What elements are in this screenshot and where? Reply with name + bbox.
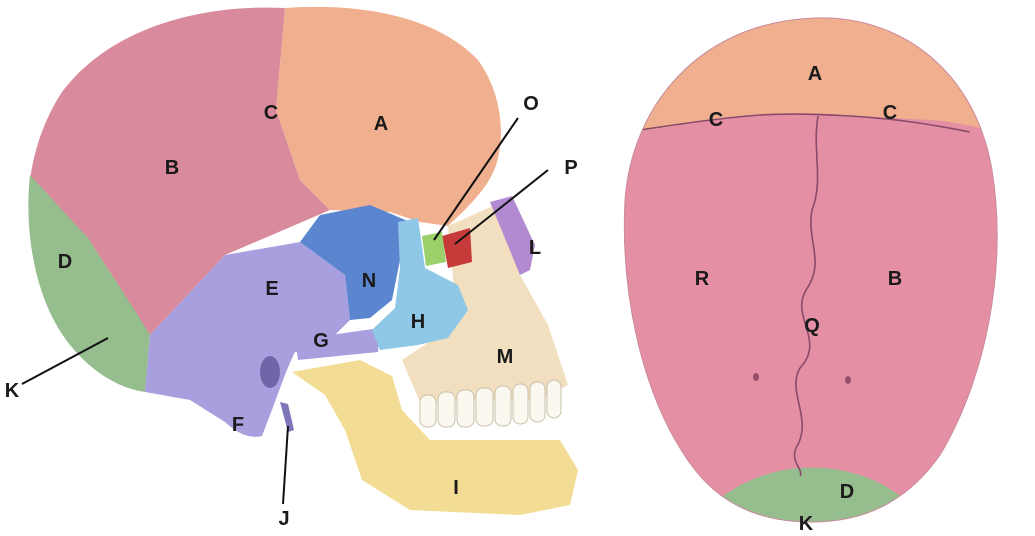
leader-line-J bbox=[282, 425, 289, 505]
lateral-label-J: J bbox=[278, 508, 289, 530]
ear-canal-opening bbox=[260, 356, 280, 388]
tooth bbox=[419, 394, 437, 428]
lateral-zygomatic-arch bbox=[295, 328, 380, 360]
tooth bbox=[437, 391, 456, 428]
lateral-label-O: O bbox=[523, 93, 539, 115]
lateral-label-K: K bbox=[5, 380, 20, 402]
tooth bbox=[494, 385, 512, 427]
lateral-label-G: G bbox=[313, 330, 329, 352]
lateral-sphenoid-bone bbox=[300, 205, 410, 320]
tooth bbox=[546, 379, 562, 419]
lateral-ethmoid-bone bbox=[422, 232, 446, 266]
lateral-temporal-bone bbox=[145, 242, 350, 437]
sagittal-suture bbox=[793, 115, 819, 477]
lateral-occipital-bone bbox=[28, 175, 150, 392]
lateral-skull-view: A B C D E F G H I J K L M N O P bbox=[5, 6, 578, 530]
lateral-nasal-bone bbox=[490, 196, 535, 275]
lateral-label-A: A bbox=[374, 113, 388, 135]
leader-line-P bbox=[454, 169, 549, 245]
superior-skull-view: A C C R B Q D K bbox=[623, 17, 998, 535]
lateral-label-H: H bbox=[411, 311, 425, 333]
lateral-label-F: F bbox=[232, 414, 244, 436]
lateral-zygomatic-bone bbox=[372, 218, 468, 350]
superior-skull-outline bbox=[623, 17, 998, 523]
superior-label-R: R bbox=[695, 268, 710, 290]
superior-label-Q: Q bbox=[804, 315, 820, 337]
lateral-label-L: L bbox=[529, 237, 541, 259]
coronal-suture bbox=[639, 113, 971, 133]
lateral-label-B: B bbox=[165, 157, 179, 179]
tooth bbox=[475, 387, 494, 427]
lateral-label-N: N bbox=[362, 270, 376, 292]
tooth bbox=[512, 383, 529, 425]
lateral-label-P: P bbox=[564, 157, 577, 179]
superior-label-C-right: C bbox=[883, 102, 897, 124]
lateral-mandible-bone bbox=[292, 360, 578, 515]
lateral-frontal-bone bbox=[276, 6, 501, 226]
leader-line-O bbox=[433, 117, 519, 241]
superior-label-C-left: C bbox=[709, 109, 723, 131]
tooth bbox=[529, 381, 546, 423]
superior-label-A: A bbox=[808, 63, 822, 85]
parietal-foramen-left bbox=[753, 373, 759, 381]
lateral-label-E: E bbox=[265, 278, 278, 300]
lateral-label-C: C bbox=[264, 102, 278, 124]
lateral-parietal-bone bbox=[28, 7, 330, 335]
lateral-label-D: D bbox=[58, 251, 72, 273]
leader-line-K bbox=[21, 337, 109, 385]
superior-label-K: K bbox=[799, 513, 814, 535]
superior-label-B: B bbox=[888, 268, 902, 290]
lateral-label-M: M bbox=[497, 346, 514, 368]
parietal-foramen-right bbox=[845, 376, 851, 384]
styloid-process bbox=[280, 402, 294, 432]
lateral-maxilla-bone bbox=[402, 205, 568, 402]
superior-label-D: D bbox=[840, 481, 854, 503]
lateral-label-I: I bbox=[453, 477, 459, 499]
tooth bbox=[456, 389, 475, 428]
lateral-lacrimal-bone bbox=[442, 228, 472, 268]
lateral-teeth bbox=[419, 379, 562, 428]
